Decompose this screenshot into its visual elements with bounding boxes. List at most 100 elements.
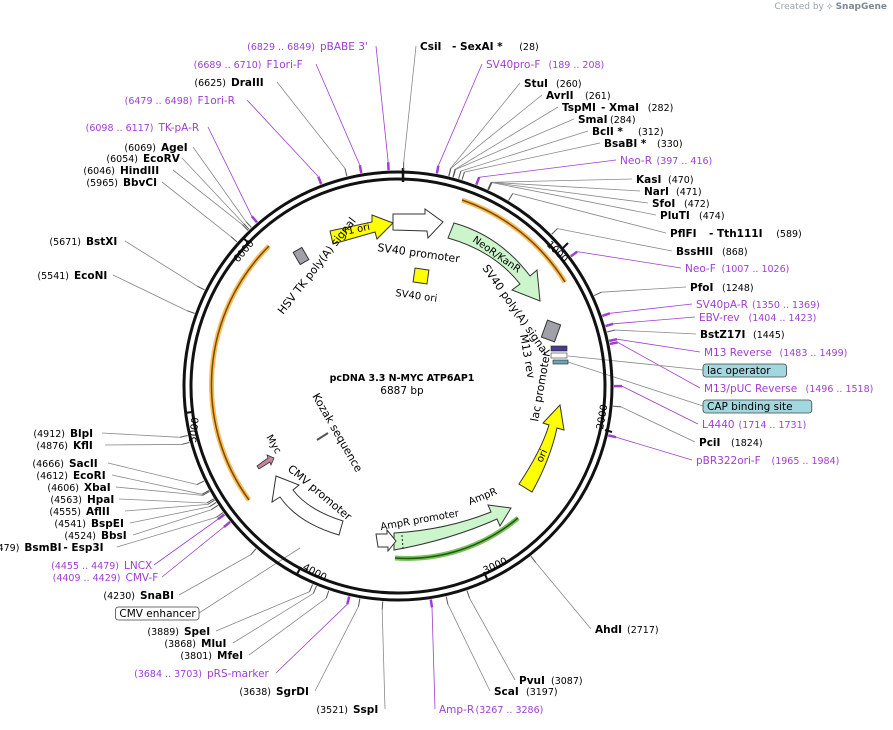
label-name: NarI [644, 186, 669, 198]
leader-line [111, 474, 203, 495]
leader-line [181, 157, 244, 224]
l4440-label: L4440(1714 .. 1731) [702, 419, 806, 431]
label-position: (4912) [33, 429, 65, 440]
leader-line [512, 193, 667, 234]
leader-line [118, 498, 207, 504]
label-position: (6829 .. 6849) [247, 42, 315, 53]
label-position: (4230) [103, 591, 135, 602]
m13-puc-reverse-label: M13/pUC Reverse(1496 .. 1518) [704, 383, 873, 395]
leader-line [615, 436, 693, 461]
label-position: (3521) [316, 705, 348, 716]
kasi-label: KasI(470) [636, 174, 694, 186]
pbabe-3-label: (6829 .. 6849) pBABE 3' [247, 41, 368, 53]
label-name: BlpI [70, 428, 93, 440]
sgrdi-label: (3638)SgrDI [239, 686, 308, 698]
label-position: (1248) [722, 283, 754, 294]
label-position: (4666) [32, 459, 64, 470]
label-position: (4541) [54, 519, 86, 530]
ampr-label: AmpR [467, 486, 499, 507]
site-tick [429, 599, 434, 608]
leader-line [172, 169, 243, 226]
sv40pro-f-label: SV40pro-F(189 .. 208) [486, 59, 604, 71]
ori-label: ori [535, 448, 550, 464]
label-position: (312) [638, 127, 664, 138]
label-position: (3868) [164, 639, 196, 650]
site-labels: CsiI- SexAI *(28)SV40pro-F(189 .. 208)St… [0, 41, 873, 716]
label-position: (4876) [36, 441, 68, 452]
label-name: Neo-R [620, 155, 652, 167]
site-tick [381, 601, 384, 610]
ecori-label: (4612) EcoRI [36, 470, 105, 482]
leader-line [314, 606, 359, 692]
bbsi-label: (4524)BbsI [64, 530, 126, 542]
site-tick [488, 182, 493, 191]
label-name: SspI [353, 704, 378, 716]
myc-label: Myc [263, 433, 283, 456]
aflii-label: (4555)AflII [49, 506, 109, 518]
site-tick [243, 223, 250, 230]
label-name: pBR322ori-F [696, 455, 761, 467]
label-name: Neo-F [685, 263, 716, 275]
site-tick [435, 165, 440, 174]
label-position: (3267 .. 3286) [476, 705, 544, 716]
leader-line [215, 591, 310, 632]
label-position: (284) [610, 115, 636, 126]
label-name: EcoRI [73, 470, 106, 482]
site-tick [357, 598, 361, 607]
stui-label: StuI(260) [524, 78, 582, 90]
site-tick [613, 405, 622, 408]
feature-label-text: CMV enhancer [119, 608, 196, 620]
site-tick [250, 548, 257, 556]
site-tick [250, 215, 258, 224]
leader-line [454, 106, 559, 170]
plasmid-name: pcDNA 3.3 N-MYC ATP6AP1 [330, 373, 475, 384]
pvui-label: PvuI(3087) [519, 675, 583, 687]
credit-prefix: Created by [774, 2, 824, 12]
label-name: SnaBI [140, 590, 174, 602]
site-tick [551, 228, 558, 235]
sv40-promoter-feature [392, 208, 444, 240]
leader-line [491, 181, 641, 192]
leader-line [101, 432, 180, 438]
label-position: (189 .. 208) [549, 60, 605, 71]
label-name: pBABE 3' [320, 41, 368, 53]
label-position: (4612) [36, 471, 68, 482]
leader-line [403, 45, 417, 163]
feature-label-text: lac operator [707, 365, 771, 377]
pcii-label: PciI(1824) [699, 437, 763, 449]
lncx-label: (4455 .. 4479)LNCX [51, 560, 152, 572]
leader-line [601, 286, 687, 293]
sv40-promoter-label: SV40 promoter [377, 241, 462, 265]
tk-pa-r-label: (6098 .. 6117)TK-pA-R [86, 122, 200, 134]
site-tick [593, 291, 602, 296]
spei-label: (3889)SpeI [147, 626, 210, 638]
leader-line [124, 240, 198, 287]
label-extra: - Tth111I [709, 228, 763, 240]
label-name: AvrII [546, 90, 574, 102]
label-position: (1714 .. 1731) [739, 420, 807, 431]
label-name: pRS-marker [207, 668, 270, 680]
site-tick [607, 329, 616, 333]
label-position: (4524) [64, 531, 96, 542]
label-position: (472) [684, 199, 710, 210]
label-name: F1ori-F [267, 59, 303, 71]
label-extra: - SexAI * [452, 41, 503, 53]
bbvci-label: (5965)BbvCI [86, 177, 157, 189]
leader-line [464, 142, 601, 173]
leader-line [276, 81, 346, 169]
bsabi-label: BsaBI *(330) [604, 138, 683, 150]
sfoi-label: SfoI(472) [652, 198, 710, 210]
label-name: BsmBI [24, 542, 61, 554]
label-position: (6069) [124, 143, 156, 154]
label-name: KasI [636, 174, 661, 186]
label-position: (4409 .. 4429) [53, 573, 121, 584]
leader-line [112, 274, 188, 312]
leader-line [616, 338, 701, 353]
leader-line [178, 554, 251, 596]
leader-line [116, 516, 217, 548]
leader-line [275, 603, 348, 674]
leader-line [232, 593, 314, 644]
sv40pa-r-label: SV40pA-R(1350 .. 1369) [696, 299, 820, 311]
site-ticks [179, 162, 623, 610]
ruler-label: 2000 [595, 404, 610, 431]
